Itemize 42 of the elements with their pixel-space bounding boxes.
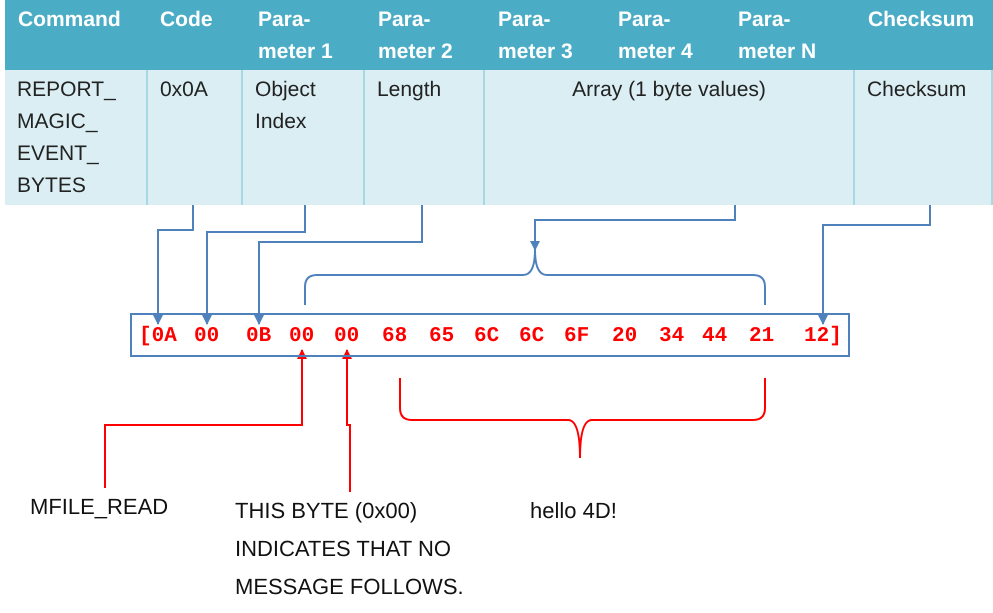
table-cell: Object Index <box>243 70 365 205</box>
column-header: Para- meter 3 <box>498 7 574 65</box>
arrow <box>342 349 352 492</box>
curly-brace <box>304 249 766 305</box>
byte-value: 20 <box>612 324 638 350</box>
byte-value: 6C <box>474 324 500 350</box>
column-header: Para- meter 2 <box>378 7 454 65</box>
table-cell: 0x0A <box>148 70 243 205</box>
arrow <box>254 205 423 325</box>
annotation-text: MFILE_READ <box>30 488 200 526</box>
byte-value: 0B <box>246 324 272 350</box>
arrow <box>202 205 306 325</box>
arrow <box>104 349 307 488</box>
byte-value: 68 <box>382 324 408 350</box>
byte-value: 00 <box>289 324 314 350</box>
arrow <box>818 205 931 325</box>
annotation-text: hello 4D! <box>530 497 618 525</box>
byte-value: 00 <box>194 324 220 350</box>
byte-value: 6F <box>564 324 590 350</box>
column-header: Para- meter N <box>738 7 818 65</box>
annotation-text: THIS BYTE (0x00) INDICATES THAT NO MESSAGE FOLLOWS. <box>235 492 490 610</box>
byte-value: 00 <box>334 324 360 350</box>
byte-value: [0A <box>139 324 177 350</box>
table-cell: REPORT_ MAGIC_ EVENT_ BYTES <box>5 70 148 205</box>
byte-value: 21 <box>749 324 774 350</box>
column-header: Para- meter 1 <box>258 7 334 65</box>
column-header: Para- meter 4 <box>618 7 694 65</box>
arrow <box>153 205 194 325</box>
arrow <box>530 205 736 251</box>
byte-string-box <box>130 313 850 357</box>
byte-value: 65 <box>429 324 454 350</box>
byte-value: 34 <box>659 324 684 350</box>
table-cell: Length <box>365 70 485 205</box>
table-cell: Array (1 byte values) <box>485 70 855 205</box>
column-header: Checksum <box>868 7 976 33</box>
table-cell: Checksum <box>855 70 993 205</box>
byte-value: 44 <box>702 324 728 350</box>
column-header: Command <box>18 7 122 33</box>
byte-value: 6C <box>519 324 544 350</box>
column-header: Code <box>160 7 214 33</box>
byte-value: 12] <box>804 324 842 350</box>
curly-brace <box>399 378 766 459</box>
